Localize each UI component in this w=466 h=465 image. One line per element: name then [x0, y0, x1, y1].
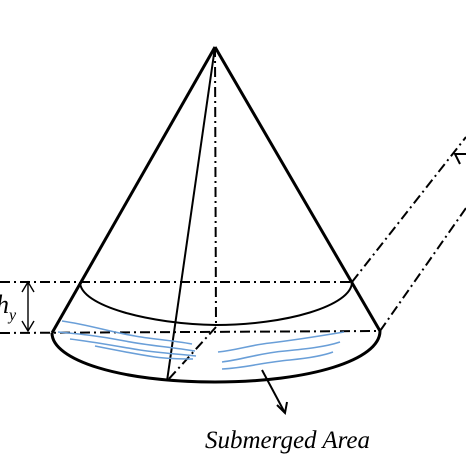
height-dimension: hy: [0, 280, 35, 333]
waterline-ellipse-front: [79, 281, 353, 327]
base-ellipse-front: [50, 330, 382, 384]
flow-arrow-icon: [453, 153, 466, 165]
dimension-arrow-bottom-icon: [21, 320, 35, 333]
water-wave-left-1: [61, 320, 193, 345]
cone-inner-slant-line: [166, 46, 216, 382]
water-wave-left-2: [57, 331, 196, 352]
submerged-area-caption: Submerged Area: [205, 427, 370, 454]
cone: [50, 46, 382, 384]
water-wave-right-3: [221, 351, 334, 370]
caption-pointer-line: [261, 369, 286, 414]
water-wave-right-2: [221, 341, 341, 363]
lower-oblique-line: [379, 207, 466, 332]
height-subscript: y: [7, 307, 17, 324]
base-radius-line: [166, 326, 217, 382]
dimension-arrow-top-icon: [21, 280, 35, 293]
cone-right-slant-edge: [213, 46, 382, 332]
water-waves: [57, 320, 345, 370]
caption-arrow-icon: [276, 401, 288, 416]
caption-pointer: [261, 369, 288, 416]
cone-axis: [214, 46, 217, 328]
base-reference-line: [0, 330, 381, 334]
upper-oblique-line: [351, 136, 466, 283]
water-wave-left-3: [69, 338, 197, 357]
height-symbol: h: [0, 290, 9, 319]
water-wave-right-1: [217, 331, 345, 353]
water-wave-left-4: [94, 345, 194, 360]
height-label: hy: [0, 290, 17, 324]
cone-left-slant-edge: [50, 46, 217, 334]
